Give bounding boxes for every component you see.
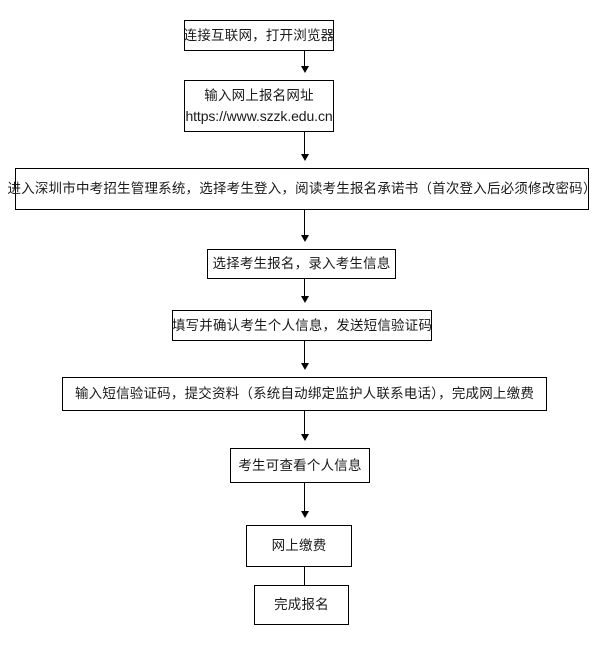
node-label: 进入深圳市中考招生管理系统，选择考生登入，阅读考生报名承诺书（首次登入后必须修改…: [7, 181, 597, 197]
node-candidate-can-view-personal-info: 考生可查看个人信息: [230, 448, 370, 483]
node-label: 连接互联网，打开浏览器: [183, 27, 335, 43]
node-connect-internet-open-browser: 连接互联网，打开浏览器: [184, 20, 334, 51]
arrow-step4-to-step5: [304, 279, 305, 297]
node-confirm-personal-info-send-sms-code: 填写并确认考生个人信息，发送短信验证码: [172, 310, 432, 341]
arrowhead-icon: [300, 154, 309, 161]
node-label: 完成报名: [274, 597, 329, 613]
node-label: 输入短信验证码，提交资料（系统自动绑定监护人联系电话），完成网上缴费: [74, 386, 535, 402]
node-registration-complete: 完成报名: [254, 585, 349, 625]
arrowhead-icon: [300, 363, 309, 370]
node-submit-materials-and-complete-online-payment: 输入短信验证码，提交资料（系统自动绑定监护人联系电话），完成网上缴费: [62, 377, 547, 411]
node-label: https://www.szzk.edu.cn: [185, 107, 333, 124]
node-label: 选择考生报名，录入考生信息: [212, 256, 391, 272]
arrow-step5-to-step6: [304, 341, 305, 364]
arrowhead-icon: [300, 66, 309, 73]
arrowhead-icon: [300, 434, 309, 441]
arrowhead-icon: [300, 511, 309, 518]
node-label: 输入网上报名网址: [204, 88, 314, 104]
arrow-step1-to-step2: [304, 51, 305, 67]
arrow-step3-to-step4: [304, 210, 305, 236]
node-online-payment: 网上缴费: [246, 525, 352, 567]
arrowhead-icon: [300, 235, 309, 242]
node-enter-registration-url: 输入网上报名网址 https://www.szzk.edu.cn: [184, 80, 334, 132]
node-select-candidate-registration-enter-info: 选择考生报名，录入考生信息: [207, 249, 396, 279]
arrow-step2-to-step3: [304, 132, 305, 155]
node-label: 考生可查看个人信息: [238, 457, 362, 473]
node-label: 网上缴费: [271, 538, 327, 554]
arrowhead-icon: [300, 296, 309, 303]
arrow-step6-to-step7: [304, 411, 305, 435]
node-enter-admissions-system-and-login: 进入深圳市中考招生管理系统，选择考生登入，阅读考生报名承诺书（首次登入后必须修改…: [7, 168, 596, 210]
arrow-step7-to-step8: [304, 483, 305, 512]
node-label: 填写并确认考生个人信息，发送短信验证码: [171, 317, 433, 333]
